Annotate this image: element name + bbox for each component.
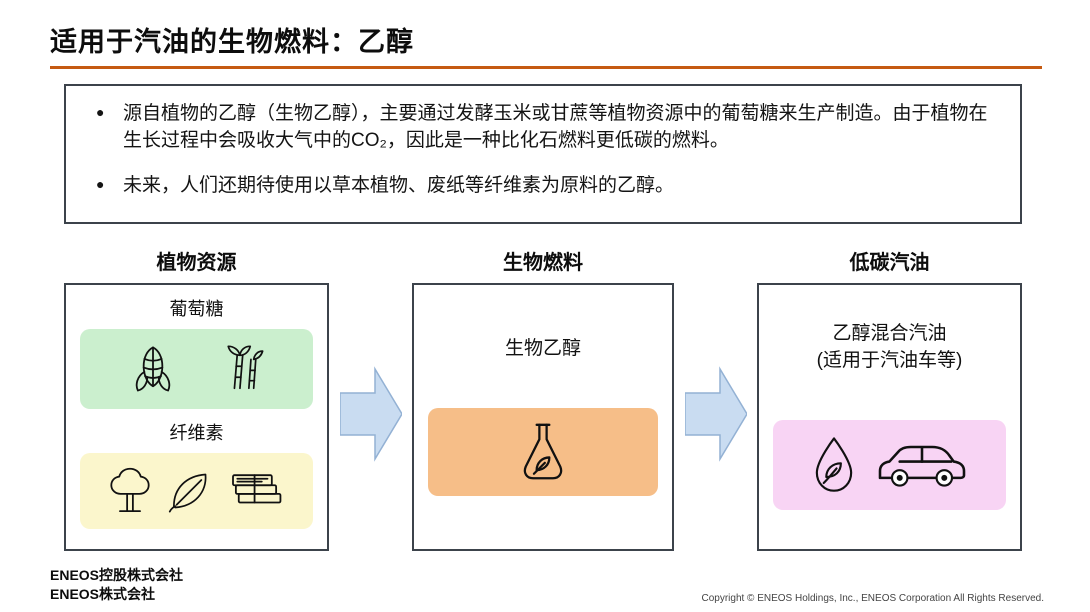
cellulose-label: 纤维素 (169, 423, 224, 443)
summary-box: 源自植物的乙醇（生物乙醇），主要通过发酵玉米或甘蔗等植物资源中的葡萄糖来生产制造… (64, 84, 1022, 224)
copyright-text: Copyright © ENEOS Holdings, Inc., ENEOS … (701, 593, 1044, 604)
column-plant-resources: 植物资源 葡萄糖 (64, 246, 329, 551)
flow-diagram: 植物资源 葡萄糖 (64, 246, 1022, 551)
tree-icon (107, 465, 153, 517)
blend-label-line1: 乙醇混合汽油 (832, 323, 947, 344)
eco-droplet-icon (810, 434, 858, 496)
blend-label-line2: (适用于汽油车等) (816, 349, 963, 371)
sugarcane-icon (220, 341, 264, 397)
bullet-text: 未来，人们还期待使用以草本植物、废纸等纤维素为原料的乙醇。 (123, 174, 675, 196)
company-name: ENEOS控股株式会社 ENEOS株式会社 (50, 566, 183, 604)
company-line1: ENEOS控股株式会社 (50, 567, 184, 584)
waste-paper-icon (225, 468, 287, 514)
gasoline-panel (773, 420, 1006, 511)
title-underline (50, 66, 1042, 69)
page-title: 适用于汽油的生物燃料：乙醇 (50, 27, 414, 57)
flow-arrow-icon (683, 362, 748, 551)
corn-icon (130, 341, 176, 397)
glucose-label: 葡萄糖 (169, 299, 224, 319)
company-line2: ENEOS株式会社 (50, 586, 156, 603)
flow-arrow-icon (338, 362, 403, 551)
bioethanol-label: 生物乙醇 (504, 338, 581, 359)
flask-leaf-icon (514, 419, 572, 485)
gasoline-box: 乙醇混合汽油 (适用于汽油车等) (757, 283, 1022, 551)
cellulose-panel (80, 453, 313, 529)
bullet-item: 未来，人们还期待使用以草本植物、废纸等纤维素为原料的乙醇。 (96, 173, 994, 200)
bullet-text: 源自植物的乙醇（生物乙醇），主要通过发酵玉米或甘蔗等植物资源中的葡萄糖来生产制造… (123, 103, 988, 151)
biofuel-box: 生物乙醇 (412, 283, 674, 551)
bullet-item: 源自植物的乙醇（生物乙醇），主要通过发酵玉米或甘蔗等植物资源中的葡萄糖来生产制造… (96, 101, 994, 155)
car-icon (874, 440, 970, 490)
column-header: 生物燃料 (503, 252, 583, 274)
leaf-icon (167, 468, 211, 514)
column-biofuel: 生物燃料 生物乙醇 (412, 246, 674, 551)
column-header: 植物资源 (156, 252, 237, 274)
column-low-carbon-gasoline: 低碳汽油 乙醇混合汽油 (适用于汽油车等) (757, 246, 1022, 551)
blend-label: 乙醇混合汽油 (适用于汽油车等) (759, 321, 1020, 374)
column-header: 低碳汽油 (849, 252, 930, 274)
ethanol-panel (428, 408, 658, 496)
plant-resources-box: 葡萄糖 (64, 283, 329, 551)
glucose-panel (80, 329, 313, 409)
